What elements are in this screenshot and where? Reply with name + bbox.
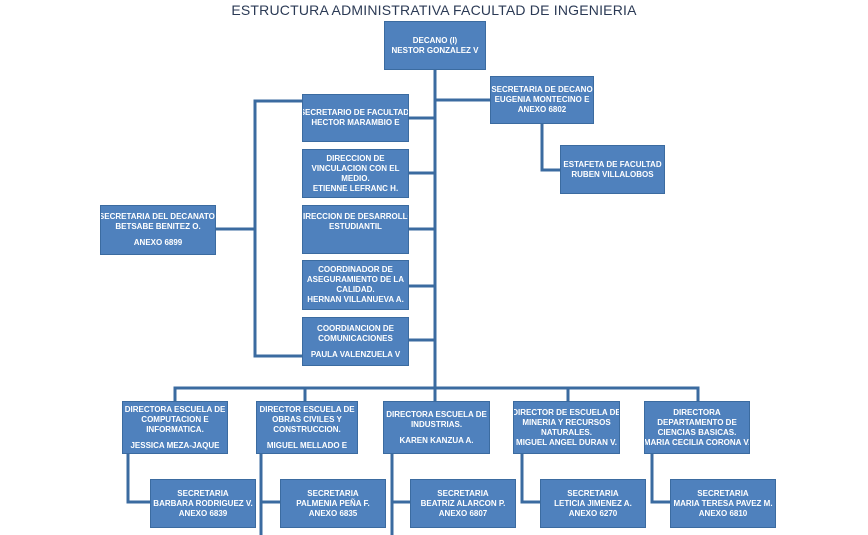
school-mining-secretary-box: SECRETARIA LETICIA JIMENEZ A. ANEXO 6270 bbox=[540, 479, 646, 528]
school-civil-works-secretary-box: SECRETARIA PALMENIA PEÑA F. ANEXO 6835 bbox=[280, 479, 386, 528]
school-civil-works-line: DIRECTOR ESCUELA DE bbox=[259, 404, 355, 414]
courier-role: ESTAFETA DE FACULTAD bbox=[563, 159, 662, 169]
school-mining-line: NATURALES. bbox=[541, 427, 592, 437]
faculty-secretary-box: SECRETARIO DE FACULTAD. HECTOR MARAMBIO … bbox=[302, 94, 409, 142]
secretary-name: MARIA TERESA PAVEZ M. bbox=[673, 498, 773, 508]
school-mining-director: MIGUEL ANGEL DURAN V. bbox=[516, 437, 617, 447]
school-industries-box: DIRECTORA ESCUELA DE INDUSTRIAS. KAREN K… bbox=[383, 401, 490, 454]
secretary-extension: ANEXO 6270 bbox=[568, 508, 618, 518]
school-civil-works-box: DIRECTOR ESCUELA DE OBRAS CIVILES Y CONS… bbox=[256, 401, 358, 454]
secretary-name: PALMENIA PEÑA F. bbox=[296, 498, 370, 508]
school-computing-line: DIRECTORA ESCUELA DE bbox=[124, 404, 226, 414]
courier-box: ESTAFETA DE FACULTAD RUBEN VILLALOBOS bbox=[560, 145, 665, 194]
school-computing-line: INFORMATICA. bbox=[146, 424, 204, 434]
communications-box: COORDIANCION DE COMUNICACIONES PAULA VAL… bbox=[302, 317, 409, 366]
school-computing-secretary-box: SECRETARIA BARBARA RODRIGUEZ V. ANEXO 68… bbox=[150, 479, 256, 528]
deanery-secretary-name: BETSABE BENITEZ O. bbox=[115, 222, 201, 231]
dean-secretary-role: SECRETARIA DE DECANO bbox=[491, 85, 593, 94]
outreach-director-name: ETIENNE LEFRANC H. bbox=[312, 183, 399, 193]
dean-role: DECANO (I) bbox=[412, 35, 458, 45]
dept-basic-sciences-line: CIENCIAS BASICAS. bbox=[657, 427, 737, 437]
outreach-direction-line: DIRECCION DE bbox=[326, 153, 385, 163]
communications-line: COMUNICACIONES bbox=[318, 333, 393, 343]
quality-assurance-box: COORDINADOR DE ASEGURAMIENTO DE LA CALID… bbox=[302, 260, 409, 310]
secretary-role: SECRETARIA bbox=[177, 488, 229, 498]
communications-name: PAULA VALENZUELA V bbox=[310, 349, 401, 359]
secretary-role: SECRETARIA bbox=[697, 488, 749, 498]
secretary-extension: ANEXO 6839 bbox=[178, 508, 228, 518]
dept-basic-sciences-secretary-box: SECRETARIA MARIA TERESA PAVEZ M. ANEXO 6… bbox=[670, 479, 776, 528]
dept-basic-sciences-box: DIRECTORA DEPARTAMENTO DE CIENCIAS BASIC… bbox=[644, 401, 750, 454]
secretary-role: SECRETARIA bbox=[307, 488, 359, 498]
outreach-direction-line: MEDIO. bbox=[341, 173, 370, 183]
school-industries-director: KAREN KANZUA A. bbox=[399, 435, 474, 445]
school-civil-works-line: OBRAS CIVILES Y bbox=[272, 414, 342, 424]
quality-assurance-line: ASEGURAMIENTO DE LA bbox=[306, 275, 405, 284]
school-civil-works-line: CONSTRUCCION. bbox=[273, 424, 341, 434]
school-mining-line: MINERIA Y RECURSOS bbox=[522, 417, 611, 427]
quality-assurance-line: COORDINADOR DE bbox=[318, 265, 393, 274]
secretary-extension: ANEXO 6810 bbox=[698, 508, 748, 518]
student-development-line: ESTUDIANTIL bbox=[329, 222, 382, 231]
student-development-box: DIRECCION DE DESARROLLO ESTUDIANTIL bbox=[302, 205, 409, 254]
deanery-secretary-box: SECRETARIA DEL DECANATO. BETSABE BENITEZ… bbox=[100, 205, 216, 255]
dean-secretary-box: SECRETARIA DE DECANO EUGENIA MONTECINO E… bbox=[490, 76, 594, 124]
secretary-role: SECRETARIA bbox=[437, 488, 489, 498]
outreach-direction-box: DIRECCION DE VINCULACION CON EL MEDIO. E… bbox=[302, 149, 409, 198]
secretary-extension: ANEXO 6835 bbox=[308, 508, 358, 518]
quality-assurance-name: HERNAN VILLANUEVA A. bbox=[307, 295, 404, 304]
school-mining-box: DIRECTOR DE ESCUELA DE MINERIA Y RECURSO… bbox=[513, 401, 620, 454]
school-industries-line: INDUSTRIAS. bbox=[410, 419, 463, 429]
outreach-direction-line: VINCULACION CON EL bbox=[311, 163, 400, 173]
school-industries-secretary-box: SECRETARIA BEATRIZ ALARCON P. ANEXO 6807 bbox=[410, 479, 516, 528]
secretary-name: BEATRIZ ALARCON P. bbox=[420, 498, 506, 508]
school-civil-works-director: MIGUEL MELLADO E bbox=[266, 440, 348, 450]
deanery-secretary-extension: ANEXO 6899 bbox=[133, 238, 183, 247]
dean-name: NESTOR GONZALEZ V bbox=[391, 45, 479, 55]
school-industries-line: DIRECTORA ESCUELA DE bbox=[386, 409, 487, 419]
school-computing-box: DIRECTORA ESCUELA DE COMPUTACION E INFOR… bbox=[122, 401, 228, 454]
school-computing-director: JESSICA MEZA-JAQUE bbox=[130, 440, 220, 450]
secretary-name: BARBARA RODRIGUEZ V. bbox=[153, 498, 253, 508]
page-title: ESTRUCTURA ADMINISTRATIVA FACULTAD DE IN… bbox=[231, 2, 637, 18]
school-mining-line: DIRECTOR DE ESCUELA DE bbox=[513, 407, 620, 417]
quality-assurance-line: CALIDAD. bbox=[336, 285, 375, 294]
deanery-secretary-role: SECRETARIA DEL DECANATO. bbox=[100, 212, 216, 221]
dept-basic-sciences-line: DEPARTAMENTO DE bbox=[657, 417, 737, 427]
dean-secretary-name: EUGENIA MONTECINO E bbox=[494, 95, 590, 104]
communications-line: COORDIANCION DE bbox=[317, 323, 394, 333]
faculty-secretary-name: HECTOR MARAMBIO E bbox=[311, 118, 400, 127]
dept-basic-sciences-director: MARIA CECILIA CORONA V. bbox=[644, 437, 750, 447]
secretary-name: LETICIA JIMENEZ A. bbox=[554, 498, 632, 508]
dean-box: DECANO (I) NESTOR GONZALEZ V bbox=[384, 21, 486, 70]
secretary-role: SECRETARIA bbox=[567, 488, 619, 498]
secretary-extension: ANEXO 6807 bbox=[438, 508, 488, 518]
dean-secretary-extension: ANEXO 6802 bbox=[517, 105, 567, 114]
student-development-line: DIRECCION DE DESARROLLO bbox=[302, 212, 409, 221]
dept-basic-sciences-line: DIRECTORA bbox=[673, 407, 721, 417]
courier-name: RUBEN VILLALOBOS bbox=[571, 169, 654, 179]
faculty-secretary-role: SECRETARIO DE FACULTAD. bbox=[302, 108, 409, 117]
school-computing-line: COMPUTACION E bbox=[141, 414, 209, 424]
